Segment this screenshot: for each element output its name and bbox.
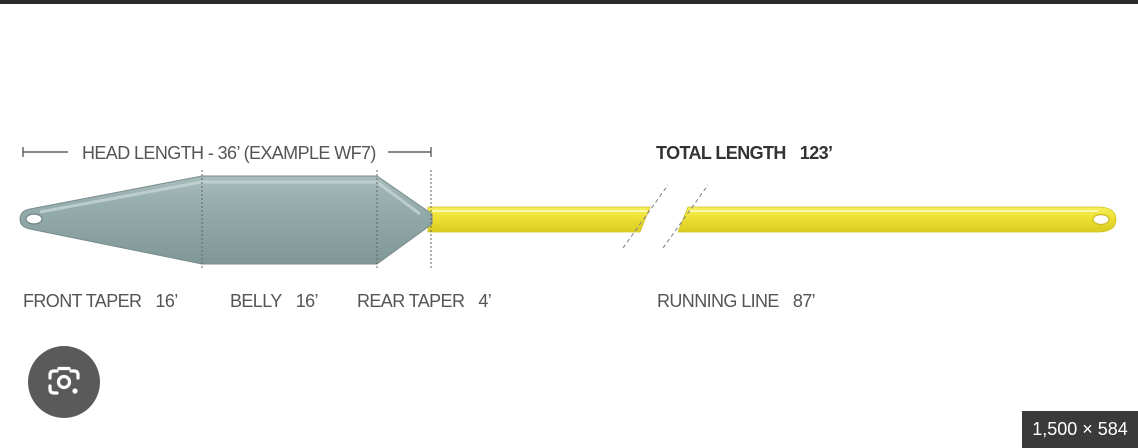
front-taper-label: FRONT TAPER 16’: [23, 291, 178, 311]
rear-taper-value: 4’: [478, 291, 492, 311]
visual-search-button[interactable]: [28, 346, 100, 418]
running-line-end-loop: [1092, 213, 1110, 226]
rear-taper-text: REAR TAPER: [357, 291, 465, 311]
running-line: [427, 184, 1117, 249]
rear-taper-label: REAR TAPER 4’: [357, 291, 492, 311]
head-length-label: HEAD LENGTH - 36’ (EXAMPLE WF7): [82, 143, 376, 163]
break-mark-left: [622, 184, 669, 249]
running-line-value: 87’: [792, 291, 816, 311]
camera-search-icon: [48, 366, 80, 395]
top-border: [0, 0, 1138, 4]
belly-text: BELLY: [230, 291, 282, 311]
head-body: [19, 175, 433, 265]
running-line-text: RUNNING LINE: [657, 291, 779, 311]
running-line-label: RUNNING LINE 87’: [657, 291, 816, 311]
total-length-label: TOTAL LENGTH 123’: [656, 143, 833, 163]
front-taper-value: 16’: [155, 291, 178, 311]
image-dimensions-badge: 1,500 × 584: [1022, 411, 1138, 448]
line-head: [19, 170, 433, 268]
head-length-dimension: [22, 147, 432, 157]
front-taper-text: FRONT TAPER: [23, 291, 142, 311]
break-mark-right: [662, 184, 709, 249]
total-length-value: 123’: [799, 143, 833, 163]
head-front-loop: [25, 213, 43, 225]
belly-value: 16’: [295, 291, 319, 311]
running-line-right-segment: [677, 206, 1117, 233]
belly-label: BELLY 16’: [230, 291, 319, 311]
total-length-text: TOTAL LENGTH: [656, 143, 786, 163]
head-highlight: [39, 180, 421, 216]
